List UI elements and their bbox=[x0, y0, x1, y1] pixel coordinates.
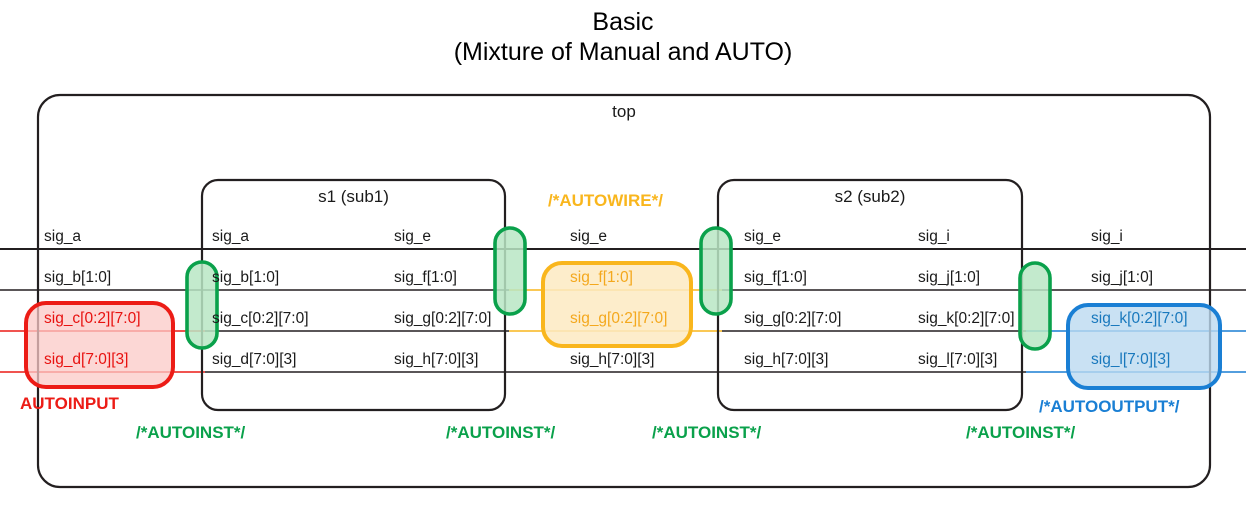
signal-label-sig-j-s2out: sig_j[1:0] bbox=[918, 269, 981, 286]
autooutput-region bbox=[1066, 303, 1222, 390]
autoinst-tag-3: /*AUTOINST*/ bbox=[652, 423, 762, 442]
autoinst-pill-4 bbox=[1018, 261, 1052, 351]
autoinst-pill-3 bbox=[699, 226, 733, 316]
signal-label-sig-b-topleft: sig_b[1:0] bbox=[44, 269, 112, 286]
module-box-s1 bbox=[200, 178, 507, 412]
signal-label-sig-d-topleft: sig_d[7:0][3] bbox=[44, 351, 129, 368]
module-box-top bbox=[36, 93, 1212, 489]
module-label-s2: s2 (sub2) bbox=[834, 187, 906, 206]
autooutput-tag: /*AUTOOUTPUT*/ bbox=[1039, 397, 1180, 416]
signal-label-sig-h-s1out: sig_h[7:0][3] bbox=[394, 351, 479, 368]
signal-label-sig-f-s1out: sig_f[1:0] bbox=[394, 269, 457, 286]
signal-label-sig-f-s2in: sig_f[1:0] bbox=[744, 269, 807, 286]
signal-label-sig-k-topright: sig_k[0:2][7:0] bbox=[1091, 310, 1188, 327]
signal-label-sig-j-topright: sig_j[1:0] bbox=[1091, 269, 1154, 286]
autoinst-pill-2 bbox=[493, 226, 527, 316]
autowire-region bbox=[541, 261, 693, 348]
signal-label-sig-c-s1in: sig_c[0:2][7:0] bbox=[212, 310, 309, 327]
signal-label-sig-g-wire: sig_g[0:2][7:0] bbox=[570, 310, 668, 327]
autoinst-pill-1 bbox=[185, 260, 219, 350]
signal-label-sig-b-s1in: sig_b[1:0] bbox=[212, 269, 280, 286]
signal-label-sig-e-wire: sig_e bbox=[570, 228, 608, 245]
autowire-tag: /*AUTOWIRE*/ bbox=[548, 191, 663, 210]
module-box-s2 bbox=[716, 178, 1024, 412]
signal-label-sig-d-s1in: sig_d[7:0][3] bbox=[212, 351, 297, 368]
signal-label-sig-g-s2in: sig_g[0:2][7:0] bbox=[744, 310, 842, 327]
autoinst-tag-4: /*AUTOINST*/ bbox=[966, 423, 1076, 442]
autoinst-tag-2: /*AUTOINST*/ bbox=[446, 423, 556, 442]
diagram-title: Basic bbox=[592, 8, 654, 36]
signal-label-sig-i-s2out: sig_i bbox=[918, 228, 950, 245]
signal-label-sig-i-topright: sig_i bbox=[1091, 228, 1123, 245]
autoinput-region bbox=[24, 301, 175, 389]
signal-label-sig-f-wire: sig_f[1:0] bbox=[570, 269, 633, 286]
signal-label-sig-k-s2out: sig_k[0:2][7:0] bbox=[918, 310, 1015, 327]
signal-label-sig-h-wire: sig_h[7:0][3] bbox=[570, 351, 655, 368]
signal-label-sig-g-s1out: sig_g[0:2][7:0] bbox=[394, 310, 492, 327]
signal-label-sig-c-topleft: sig_c[0:2][7:0] bbox=[44, 310, 141, 327]
signal-label-sig-l-s2out: sig_l[7:0][3] bbox=[918, 351, 998, 368]
signal-label-sig-h-s2in: sig_h[7:0][3] bbox=[744, 351, 829, 368]
signal-label-sig-a-topleft: sig_a bbox=[44, 228, 82, 245]
signal-label-sig-e-s2in: sig_e bbox=[744, 228, 782, 245]
autoinput-tag: AUTOINPUT bbox=[20, 394, 119, 413]
signal-label-sig-e-s1out: sig_e bbox=[394, 228, 432, 245]
diagram-subtitle: (Mixture of Manual and AUTO) bbox=[453, 38, 793, 66]
signal-label-sig-a-s1in: sig_a bbox=[212, 228, 250, 245]
autoinst-tag-1: /*AUTOINST*/ bbox=[136, 423, 246, 442]
module-label-s1: s1 (sub1) bbox=[318, 187, 389, 206]
signal-label-sig-l-topright: sig_l[7:0][3] bbox=[1091, 351, 1171, 368]
module-label-top: top bbox=[612, 102, 636, 121]
